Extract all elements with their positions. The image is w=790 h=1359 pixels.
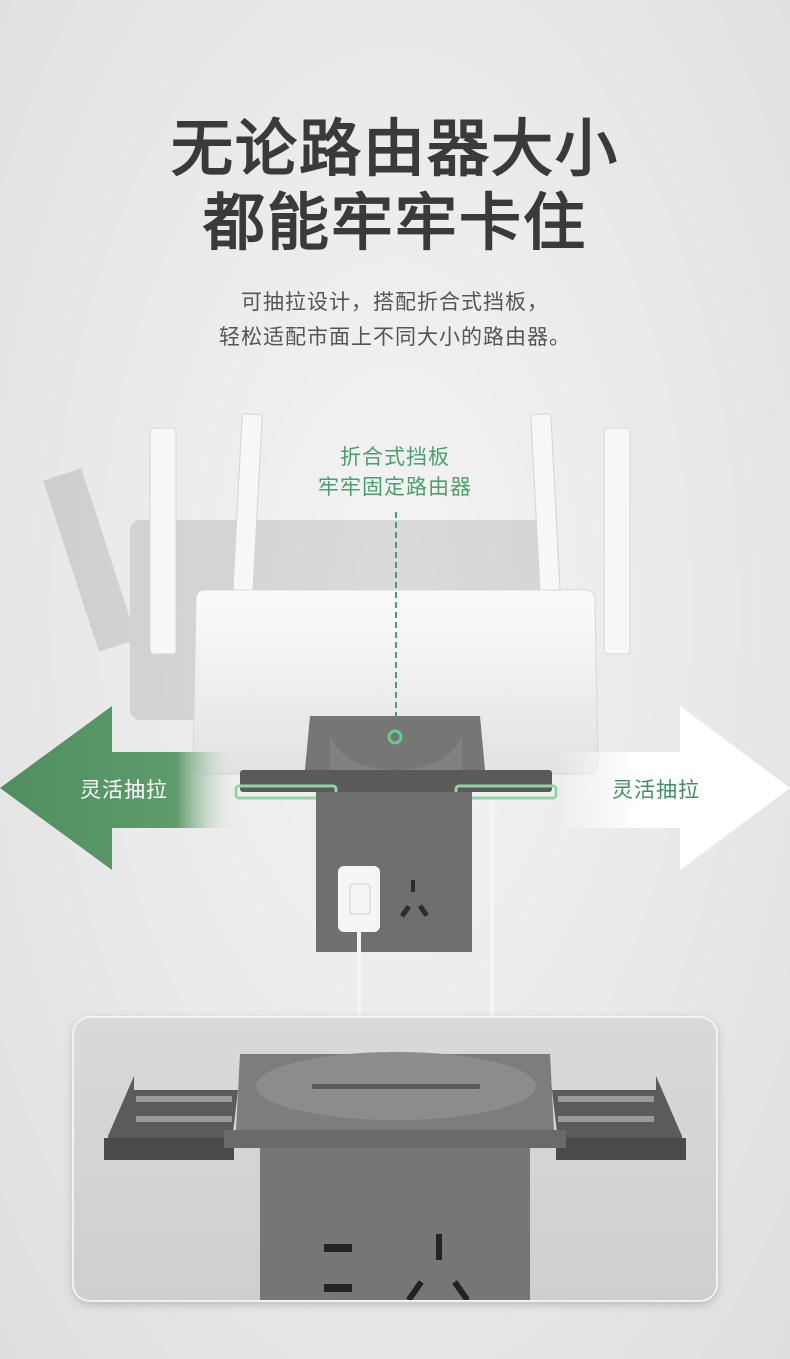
description-line-2: 轻松适配市面上不同大小的路由器。 [219, 325, 571, 349]
callout-dashed-line [395, 512, 397, 718]
shelf-closeup-panel [74, 1018, 716, 1300]
right-arrow-label: 灵活抽拉 [612, 778, 700, 802]
outlet-socket [399, 880, 429, 918]
headline-line-2: 都能牢牢卡住 [202, 186, 587, 259]
callout-line-1: 折合式挡板 [340, 445, 450, 469]
plug [338, 866, 380, 932]
description-line-1: 可抽拉设计，搭配折合式挡板， [241, 290, 549, 314]
left-arrow-label: 灵活抽拉 [80, 778, 168, 802]
callout-line-2: 牢牢固定路由器 [318, 475, 472, 499]
router-antennas [149, 413, 631, 655]
shelf-tray [240, 770, 552, 792]
headline-line-1: 无论路由器大小 [170, 112, 619, 185]
shelf-closeup-illustration [104, 1052, 686, 1300]
baffle-indicator [387, 729, 403, 745]
right-arrow [556, 706, 790, 870]
left-arrow [0, 706, 236, 870]
